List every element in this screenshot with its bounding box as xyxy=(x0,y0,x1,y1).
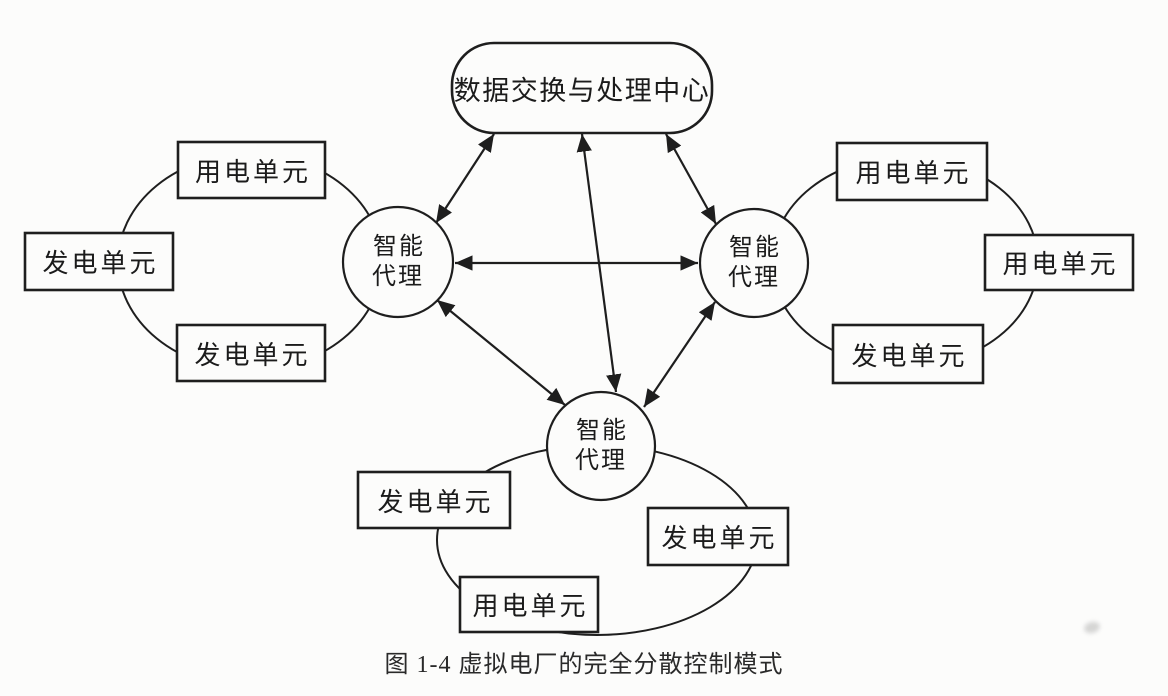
agent-right-shape xyxy=(698,207,810,319)
unit-bottom-left-shape xyxy=(356,470,512,530)
arrow-center-to-right-agent xyxy=(665,133,717,225)
unit-bottom-bottom-shape xyxy=(458,575,600,634)
unit-left-bottom-shape xyxy=(175,323,327,383)
arrow-right-agent-to-bottom-agent xyxy=(643,301,716,408)
unit-left-top-shape xyxy=(176,140,327,200)
unit-right-side-shape xyxy=(983,233,1135,292)
unit-bottom-right-shape xyxy=(646,506,790,567)
arrow-center-to-left-agent xyxy=(435,133,495,224)
center-node-shape xyxy=(450,41,714,135)
unit-right-top-shape xyxy=(835,141,989,202)
arrow-left-agent-to-bottom-agent xyxy=(436,299,566,406)
figure-caption: 图 1-4 虚拟电厂的完全分散控制模式 xyxy=(384,652,784,678)
unit-right-bottom-shape xyxy=(831,323,985,385)
agent-left-shape xyxy=(341,205,455,319)
agent-bottom-shape xyxy=(545,390,657,502)
unit-left-side-shape xyxy=(23,231,175,292)
